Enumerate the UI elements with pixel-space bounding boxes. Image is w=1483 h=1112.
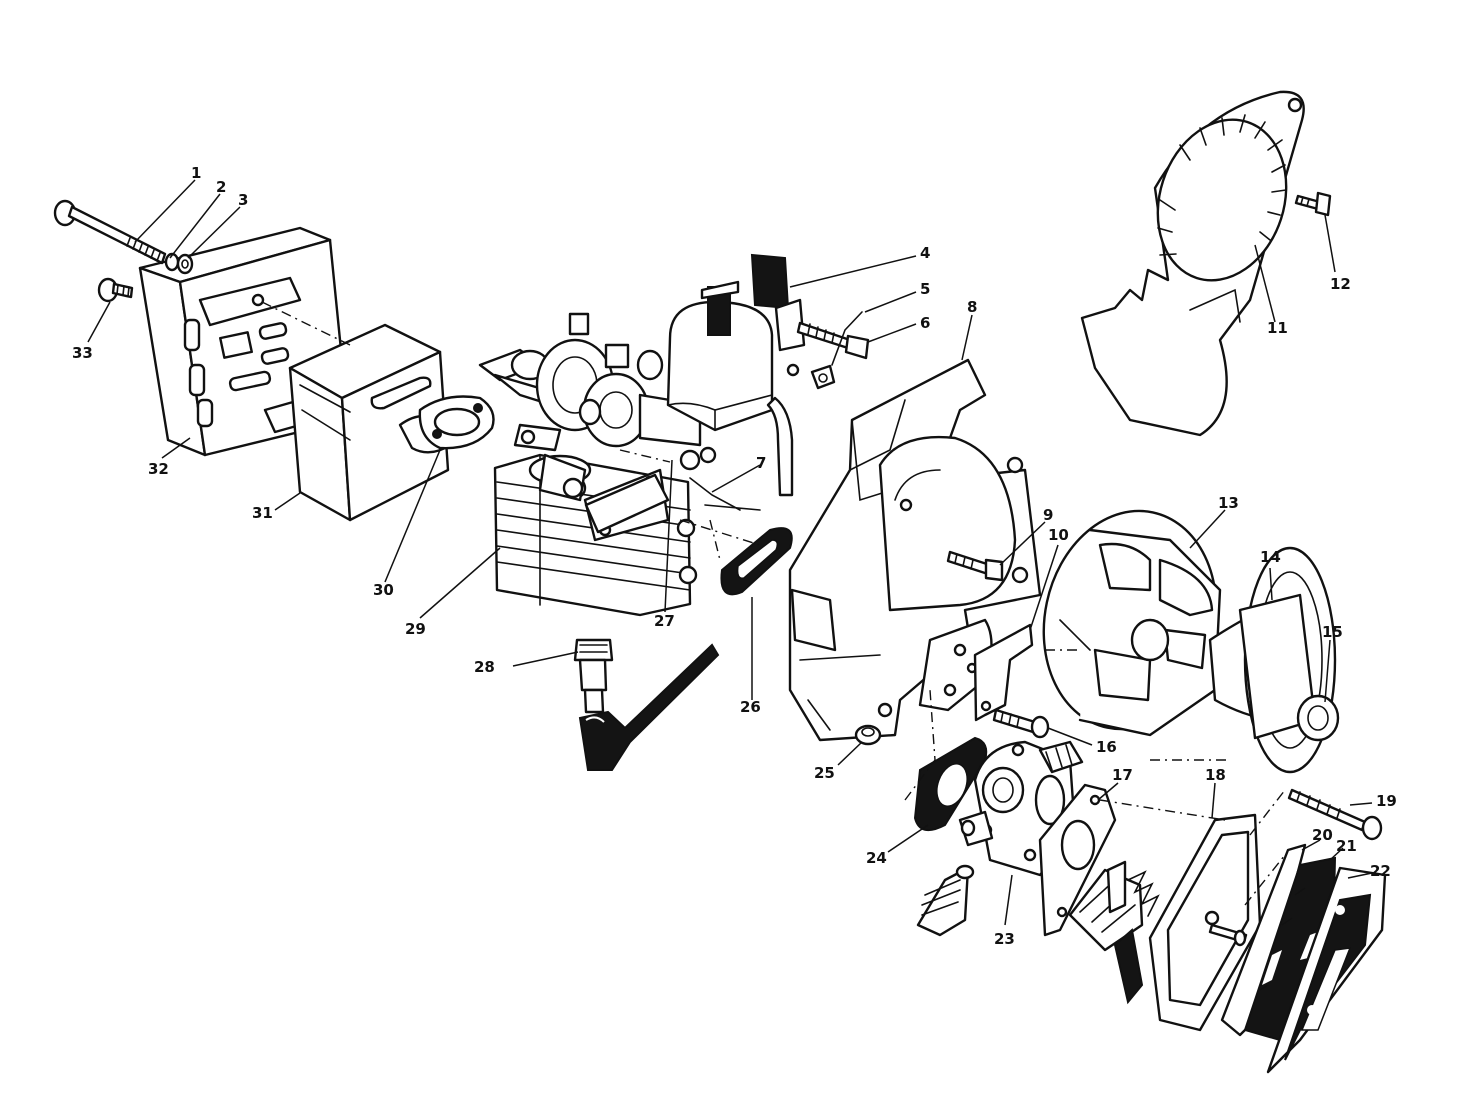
callout-19: 19 — [1376, 792, 1397, 810]
callout-13: 13 — [1218, 494, 1239, 512]
part-ignition-coil — [666, 253, 836, 497]
part-intake-insulator — [913, 736, 988, 832]
callout-15: 15 — [1322, 623, 1343, 641]
callout-12: 12 — [1330, 275, 1351, 293]
callout-32: 32 — [148, 460, 169, 478]
callout-17: 17 — [1112, 766, 1133, 784]
callout-labels: 1 2 3 4 5 6 7 8 9 10 11 12 13 14 15 16 1… — [72, 164, 1397, 948]
part-intake-gasket-27 — [584, 473, 670, 534]
part-flywheel — [1042, 509, 1222, 737]
part-screw-12 — [1294, 191, 1332, 217]
callout-28: 28 — [474, 658, 495, 676]
part-screw-16 — [992, 708, 1050, 739]
callout-7: 7 — [756, 454, 766, 472]
callout-6: 6 — [920, 314, 930, 332]
callout-27: 27 — [654, 612, 675, 630]
callout-22: 22 — [1370, 862, 1391, 880]
part-fan-housing-cover — [1080, 90, 1305, 437]
part-nut-15 — [1296, 694, 1340, 742]
part-screw-33 — [97, 277, 134, 303]
callout-20: 20 — [1312, 826, 1333, 844]
part-bolt-1 — [53, 199, 167, 265]
part-wire-5 — [831, 311, 863, 366]
part-nut-25 — [854, 724, 882, 746]
callout-10: 10 — [1048, 526, 1069, 544]
callout-24: 24 — [866, 849, 887, 867]
callout-23: 23 — [994, 930, 1015, 948]
callout-3: 3 — [238, 191, 248, 209]
part-spark-plug — [573, 638, 614, 714]
callout-30: 30 — [373, 581, 394, 599]
part-filter-cover — [1266, 866, 1387, 1074]
part-choke-spring — [1127, 870, 1160, 917]
callout-1: 1 — [191, 164, 201, 182]
callout-8: 8 — [967, 298, 977, 316]
part-bracket-7 — [689, 477, 761, 511]
callout-18: 18 — [1205, 766, 1226, 784]
part-screw-6 — [796, 321, 870, 360]
callout-2: 2 — [216, 178, 226, 196]
callout-11: 11 — [1267, 319, 1288, 337]
part-air-filter-base — [1148, 813, 1262, 1032]
part-screw-9 — [946, 550, 1004, 582]
callout-31: 31 — [252, 504, 273, 522]
callout-26: 26 — [740, 698, 761, 716]
part-crankcase-assembly — [478, 312, 717, 502]
part-flat-washer-3 — [176, 253, 194, 275]
part-gasket-26 — [720, 527, 793, 596]
part-choke-lever — [1068, 860, 1144, 1005]
leader-lines — [87, 179, 1373, 926]
part-screw-19 — [1287, 788, 1383, 841]
callout-9: 9 — [1043, 506, 1053, 524]
callout-5: 5 — [920, 280, 930, 298]
callout-21: 21 — [1336, 837, 1357, 855]
callout-4: 4 — [920, 244, 930, 262]
callout-33: 33 — [72, 344, 93, 362]
part-gasket-30 — [418, 395, 495, 450]
callout-14: 14 — [1260, 548, 1281, 566]
callout-16: 16 — [1096, 738, 1117, 756]
callout-25: 25 — [814, 764, 835, 782]
assembly-centerlines — [261, 301, 1286, 906]
part-gasket-17 — [1038, 783, 1117, 937]
part-spark-plug-boot — [578, 643, 720, 771]
callout-29: 29 — [405, 620, 426, 638]
